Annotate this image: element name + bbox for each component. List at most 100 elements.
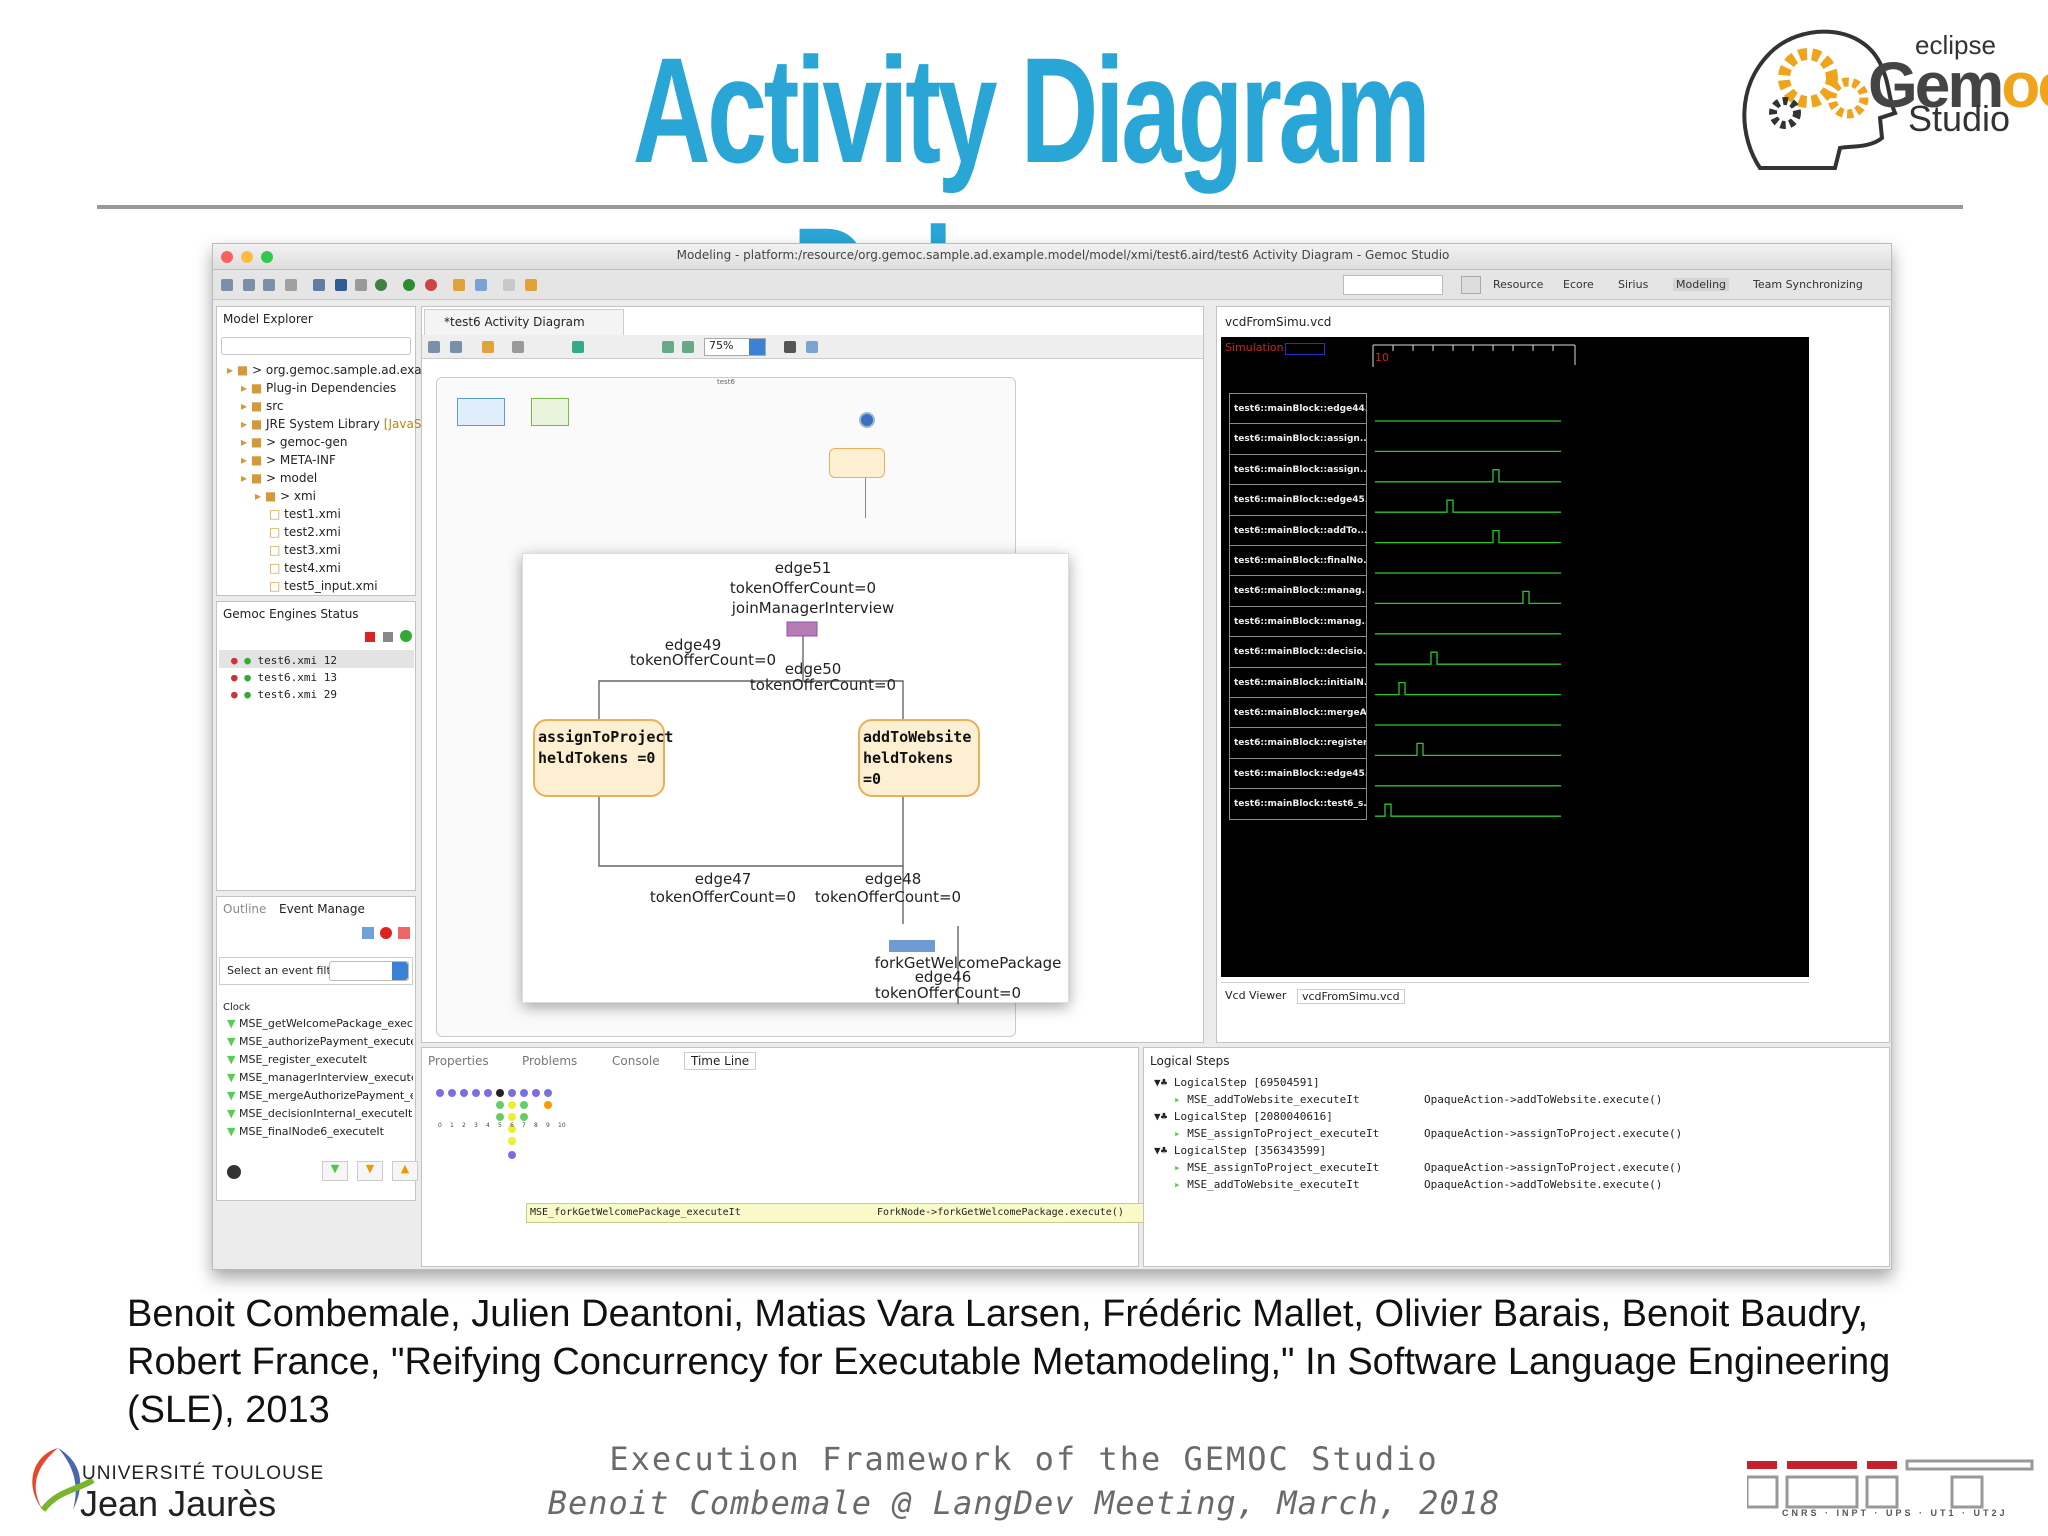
nav-forward-icon[interactable] [525, 279, 537, 291]
tree-item[interactable]: ▸ ■ > META-INF [227, 451, 481, 469]
record-icon[interactable] [380, 927, 392, 939]
gear-icon[interactable] [227, 1165, 241, 1179]
tree-item[interactable]: □ test1.xmi [227, 505, 481, 523]
engines-status-tab[interactable]: Gemoc Engines Status [223, 607, 359, 621]
cut-icon[interactable] [355, 279, 367, 291]
note-node[interactable] [457, 398, 505, 426]
close-window-button[interactable] [221, 251, 233, 263]
signal-row[interactable]: test6::mainBlock::register... [1229, 727, 1367, 760]
event-manager-tab[interactable]: Event Manage [279, 902, 365, 916]
authorize-payment-node[interactable] [829, 448, 885, 478]
signal-row[interactable]: test6::mainBlock::mergeA... [1229, 697, 1367, 729]
zoom-out-icon[interactable] [682, 341, 694, 353]
step-return-button[interactable]: ▲ [392, 1161, 418, 1181]
problems-tab[interactable]: Problems [522, 1054, 578, 1068]
search-toolbar-icon[interactable] [475, 279, 487, 291]
save-icon[interactable] [243, 279, 255, 291]
signal-row[interactable]: test6::mainBlock::assign... [1229, 423, 1367, 456]
vcd-viewer-tab[interactable]: Vcd Viewer [1225, 989, 1287, 1002]
signal-row[interactable]: test6::mainBlock::manag... [1229, 605, 1367, 638]
model-explorer-tab[interactable]: Model Explorer [223, 312, 313, 326]
signal-row[interactable]: test6::mainBlock::test6_s... [1229, 788, 1367, 821]
new-icon[interactable] [221, 279, 233, 291]
engine-item[interactable]: ● ● test6.xmi 12 [231, 654, 337, 667]
add-to-website-node[interactable]: addToWebsite heldTokens =0 [858, 719, 980, 797]
perspective-sirius[interactable]: Sirius [1618, 278, 1649, 291]
tree-item[interactable]: □ test3.xmi [227, 541, 481, 559]
perspective-modeling[interactable]: Modeling [1673, 278, 1730, 291]
timeline-tab[interactable]: Time Line [684, 1052, 757, 1070]
zoom-in-icon[interactable] [662, 341, 674, 353]
signal-row[interactable]: test6::mainBlock::manag... [1229, 575, 1367, 608]
open-perspective-icon[interactable] [1461, 276, 1481, 294]
tree-item[interactable]: ▸ ■ src [227, 397, 481, 415]
refresh-icon[interactable] [482, 341, 494, 353]
debug-icon[interactable] [375, 279, 387, 291]
signal-row[interactable]: test6::mainBlock::edge44... [1229, 393, 1367, 425]
explorer-filter-input[interactable] [221, 337, 411, 355]
final-node[interactable] [859, 412, 875, 428]
signal-row[interactable]: test6::mainBlock::assign... [1229, 453, 1367, 486]
print-icon[interactable] [285, 279, 297, 291]
tree-item[interactable]: □ test4.xmi [227, 559, 481, 577]
tools-icon[interactable] [335, 279, 347, 291]
play-event-icon[interactable] [362, 927, 374, 939]
layers-icon[interactable] [512, 341, 524, 353]
vcd-file-tab[interactable]: vcdFromSimu.vcd [1297, 989, 1405, 1004]
console-tab[interactable]: Console [612, 1054, 660, 1068]
logical-step-item[interactable]: ▼♣ LogicalStep [2080040616] [1154, 1110, 1333, 1123]
event-filter-select[interactable] [329, 961, 409, 981]
event-item[interactable]: ▼ MSE_authorizePayment_executeIt [227, 1033, 413, 1051]
clear-icon[interactable] [398, 927, 410, 939]
dispose-engine-icon[interactable] [383, 632, 393, 642]
logical-step-item[interactable]: ▼♣ LogicalStep [356343599] [1154, 1144, 1326, 1157]
step-into-button[interactable]: ▼ [322, 1161, 348, 1181]
perspective-resource[interactable]: Resource [1493, 278, 1544, 291]
signal-row[interactable]: test6::mainBlock::initialN... [1229, 666, 1367, 699]
event-item[interactable]: ▼ MSE_managerInterview_executeIt [227, 1069, 413, 1087]
perspective-ecore[interactable]: Ecore [1563, 278, 1594, 291]
run-icon[interactable] [403, 279, 415, 291]
minimize-window-button[interactable] [241, 251, 253, 263]
vcd-tab[interactable]: vcdFromSimu.vcd [1225, 315, 1332, 329]
signal-row[interactable]: test6::mainBlock::finalNo... [1229, 545, 1367, 577]
zoom-select[interactable]: 75% [704, 338, 766, 356]
arrange-icon[interactable] [450, 341, 462, 353]
signal-row[interactable]: test6::mainBlock::addTo... [1229, 514, 1367, 547]
tree-item[interactable]: ▸ ■ > xmi [227, 487, 481, 505]
tree-item[interactable]: ▸ ■ > gemoc-gen [227, 433, 481, 451]
event-item[interactable]: ▼ MSE_finalNode6_executeIt [227, 1123, 413, 1141]
tree-item[interactable]: ▸ ■ > model [227, 469, 481, 487]
event-item[interactable]: ▼ MSE_mergeAuthorizePayment_execut [227, 1087, 413, 1105]
stop-engine-icon[interactable] [365, 632, 375, 642]
engine-item[interactable]: ● ● test6.xmi 13 [231, 671, 337, 684]
event-item[interactable]: ▼ MSE_decisionInternal_executeIt [227, 1105, 413, 1123]
filter-icon[interactable] [572, 341, 584, 353]
outline-tab[interactable]: Outline [223, 902, 267, 916]
engine-menu-icon[interactable] [400, 630, 412, 642]
perspective-team-sync[interactable]: Team Synchronizing [1753, 278, 1863, 291]
logical-step-item[interactable]: ▼♣ LogicalStep [69504591] [1154, 1076, 1320, 1089]
layout-icon[interactable] [806, 341, 818, 353]
engine-item[interactable]: ● ● test6.xmi 29 [231, 688, 337, 701]
tree-item[interactable]: □ test5_input.xmi [227, 577, 481, 595]
logical-steps-tab[interactable]: Logical Steps [1150, 1054, 1230, 1068]
nav-back-icon[interactable] [503, 279, 515, 291]
tree-item[interactable]: ▸ ■ Plug-in Dependencies [227, 379, 481, 397]
tree-item[interactable]: □ test2.xmi [227, 523, 481, 541]
step-over-button[interactable]: ▼ [357, 1161, 383, 1181]
quick-access-input[interactable] [1343, 275, 1443, 295]
signal-row[interactable]: test6::mainBlock::decisio... [1229, 636, 1367, 669]
select-all-icon[interactable] [428, 341, 440, 353]
maximize-window-button[interactable] [261, 251, 273, 263]
signal-row[interactable]: test6::mainBlock::edge45... [1229, 484, 1367, 517]
internal-node[interactable] [531, 398, 569, 426]
diagram-tab[interactable]: *test6 Activity Diagram [444, 315, 585, 329]
build-icon[interactable] [313, 279, 325, 291]
assign-to-project-node[interactable]: assignToProject heldTokens =0 [533, 719, 673, 797]
event-item[interactable]: ▼ MSE_register_executeIt [227, 1051, 413, 1069]
